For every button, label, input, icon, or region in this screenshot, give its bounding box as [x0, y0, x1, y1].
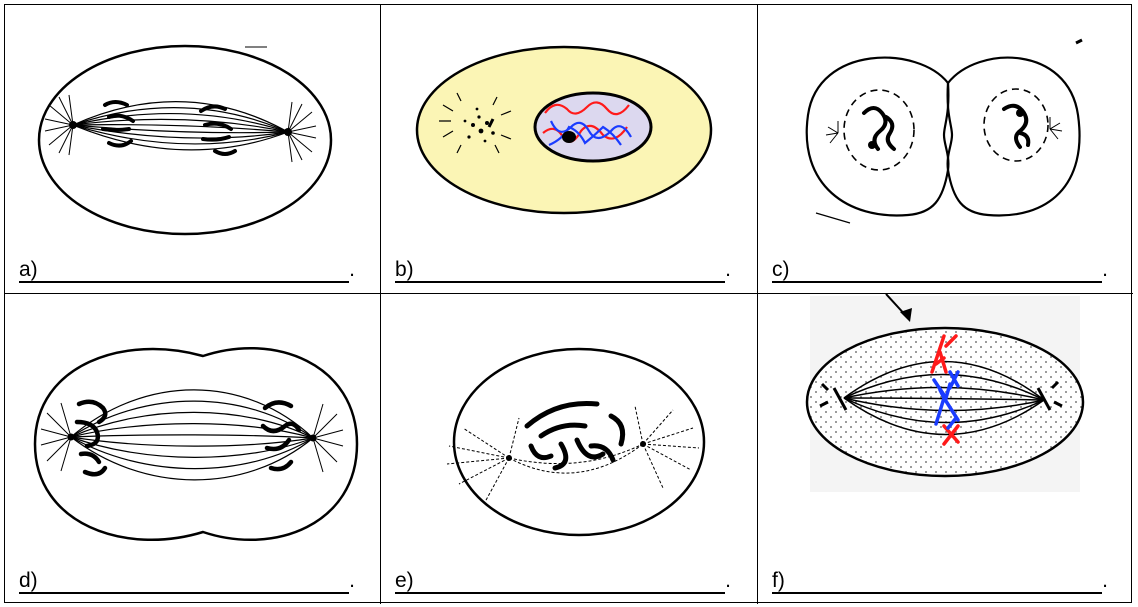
answer-blank-f[interactable]: f) . — [772, 566, 1108, 594]
answer-line-d — [19, 592, 349, 594]
panel-label-d: d) — [19, 570, 38, 591]
telophase-cell-icon — [5, 294, 381, 604]
answer-blank-b[interactable]: b) . — [395, 255, 731, 283]
panel-a: a) . — [5, 5, 381, 294]
prophase-cell-icon — [381, 294, 758, 604]
answer-blank-a[interactable]: a) . — [19, 255, 355, 283]
answer-end-dot-f: . — [1102, 570, 1108, 591]
answer-end-dot-d: . — [349, 570, 355, 591]
panel-label-a: a) — [19, 259, 38, 280]
answer-line-f — [772, 592, 1102, 594]
answer-end-dot-b: . — [725, 259, 731, 280]
answer-blank-c[interactable]: c) . — [772, 255, 1108, 283]
cytokinesis-cell-icon — [758, 5, 1133, 294]
panel-f: f) . — [758, 294, 1133, 604]
answer-line-b — [395, 281, 725, 283]
anaphase-cell-icon — [5, 5, 381, 294]
panel-e: e) . — [381, 294, 758, 604]
answer-blank-d[interactable]: d) . — [19, 566, 355, 594]
panel-label-c: c) — [772, 259, 790, 280]
panel-label-e: e) — [395, 570, 414, 591]
answer-end-dot-c: . — [1102, 259, 1108, 280]
answer-end-dot-a: . — [349, 259, 355, 280]
interphase-cell-icon — [381, 5, 758, 294]
answer-line-c — [772, 281, 1102, 283]
answer-line-e — [395, 592, 725, 594]
cell-division-worksheet: a) . — [4, 4, 1132, 603]
panel-c: c) . — [758, 5, 1133, 294]
panel-d: d) . — [5, 294, 381, 604]
metaphase-cell-icon — [758, 294, 1133, 604]
panel-label-f: f) — [772, 570, 785, 591]
answer-line-a — [19, 281, 349, 283]
answer-blank-e[interactable]: e) . — [395, 566, 731, 594]
answer-end-dot-e: . — [725, 570, 731, 591]
panel-label-b: b) — [395, 259, 414, 280]
panel-b: b) . — [381, 5, 758, 294]
